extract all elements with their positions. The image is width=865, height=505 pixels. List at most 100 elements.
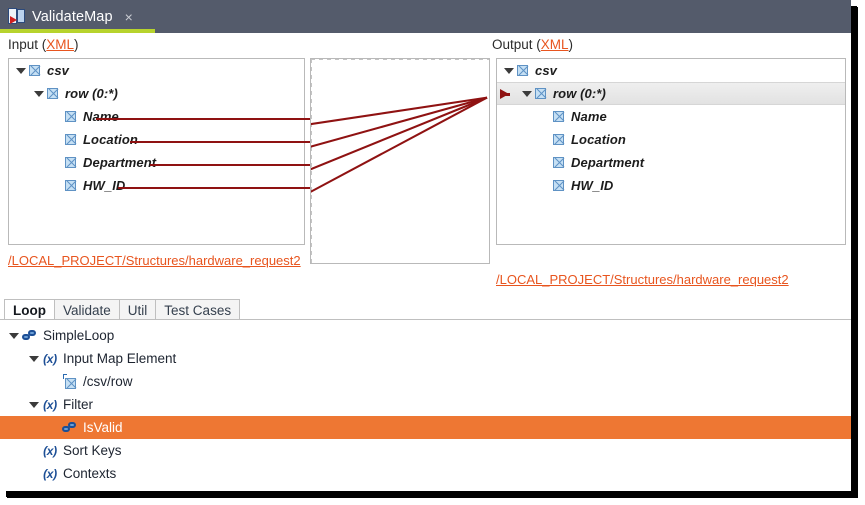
- loop-tree-row-label: Filter: [63, 397, 93, 412]
- tree-row[interactable]: Department: [9, 151, 304, 174]
- tree-row-label: row (0:*): [553, 86, 606, 101]
- tree-spacer: [539, 180, 550, 191]
- output-header-suffix: ): [568, 37, 574, 52]
- map-document-icon: [8, 8, 25, 25]
- input-xml-link[interactable]: XML: [46, 37, 75, 52]
- connection-lines: [311, 96, 488, 193]
- tree-row-label: Department: [83, 155, 157, 170]
- connection-leader: [96, 118, 310, 120]
- titlebar: ValidateMap ×: [0, 0, 851, 33]
- chevron-down-icon[interactable]: [28, 353, 40, 365]
- output-path-link[interactable]: /LOCAL_PROJECT/Structures/hardware_reque…: [496, 272, 789, 287]
- tree-row[interactable]: row (0:*): [497, 82, 845, 105]
- tree-row[interactable]: csv: [497, 59, 845, 82]
- output-header-text: Output (: [492, 37, 541, 52]
- chevron-down-icon[interactable]: [15, 65, 26, 76]
- connection-line[interactable]: [311, 96, 488, 148]
- loop-tree-row[interactable]: (x) Filter: [0, 393, 851, 416]
- tree-row-label: csv: [47, 63, 69, 78]
- loop-tree-row-label: SimpleLoop: [43, 328, 115, 343]
- tab-loop[interactable]: Loop: [4, 299, 55, 320]
- mapping-canvas[interactable]: [310, 58, 490, 264]
- tab-validate[interactable]: Validate: [54, 299, 120, 320]
- connection-line[interactable]: [311, 96, 488, 193]
- element-x-box-icon: [535, 88, 546, 99]
- tree-row[interactable]: Department: [497, 151, 845, 174]
- element-x-box-icon: [65, 157, 76, 168]
- tree-row[interactable]: csv: [9, 59, 304, 82]
- tree-row-label: HW_ID: [83, 178, 126, 193]
- tree-row-label: Department: [571, 155, 645, 170]
- element-x-box-icon: [553, 180, 564, 191]
- tree-row-label: row (0:*): [65, 86, 118, 101]
- tree-spacer: [51, 111, 62, 122]
- tree-row[interactable]: Location: [497, 128, 845, 151]
- loop-tree-row[interactable]: /csv/row: [0, 370, 851, 393]
- tree-row-label: Location: [83, 132, 138, 147]
- chevron-down-icon[interactable]: [8, 330, 20, 342]
- input-header-suffix: ): [74, 37, 79, 52]
- tree-row[interactable]: Location: [9, 128, 304, 151]
- loop-tree[interactable]: SimpleLoop (x) Input Map Element/csv/row (x…: [0, 324, 851, 485]
- tree-spacer: [539, 157, 550, 168]
- paren-x-icon: (x): [43, 443, 57, 458]
- connection-line[interactable]: [311, 96, 488, 171]
- tree-row[interactable]: Name: [497, 105, 845, 128]
- tree-row-label: HW_ID: [571, 178, 614, 193]
- tree-spacer: [28, 445, 40, 457]
- tree-row[interactable]: HW_ID: [497, 174, 845, 197]
- editor-tab-validatemap[interactable]: ValidateMap ×: [0, 0, 143, 33]
- element-x-box-icon: [553, 157, 564, 168]
- tree-spacer: [51, 157, 62, 168]
- loop-tree-row[interactable]: (x) Contexts: [0, 462, 851, 485]
- paren-x-icon: (x): [43, 466, 57, 481]
- chevron-down-icon[interactable]: [33, 88, 44, 99]
- element-x-box-icon: [65, 180, 76, 191]
- tree-row-label: Name: [83, 109, 119, 124]
- output-header: Output (XML): [492, 37, 573, 52]
- tree-row[interactable]: Name: [9, 105, 304, 128]
- loop-tree-row-label: Contexts: [63, 466, 117, 481]
- element-x-box-icon: [47, 88, 58, 99]
- loop-tree-row-label: Sort Keys: [63, 443, 122, 458]
- map-element-icon: [62, 373, 78, 390]
- tree-row[interactable]: row (0:*): [9, 82, 304, 105]
- element-x-box-icon: [65, 134, 76, 145]
- connection-line[interactable]: [311, 96, 488, 126]
- chain-link-icon: [22, 328, 38, 344]
- loop-tree-row[interactable]: IsValid: [0, 416, 851, 439]
- loop-tree-row[interactable]: SimpleLoop: [0, 324, 851, 347]
- loop-tree-row-label: /csv/row: [83, 374, 133, 389]
- output-xml-link[interactable]: XML: [540, 37, 569, 52]
- chevron-down-icon[interactable]: [503, 65, 514, 76]
- element-x-box-icon: [517, 65, 528, 76]
- loop-tree-row-label: Input Map Element: [63, 351, 177, 366]
- loop-tree-row[interactable]: (x) Sort Keys: [0, 439, 851, 462]
- tab-test-cases[interactable]: Test Cases: [155, 299, 241, 320]
- tab-title: ValidateMap: [32, 8, 113, 25]
- tree-spacer: [48, 376, 60, 388]
- element-x-box-icon: [553, 111, 564, 122]
- chevron-down-icon[interactable]: [521, 88, 532, 99]
- input-header: Input (XML): [8, 37, 79, 52]
- tree-row-label: csv: [535, 63, 557, 78]
- loop-tree-row[interactable]: (x) Input Map Element: [0, 347, 851, 370]
- tab-active-underline: [0, 29, 155, 33]
- chevron-down-icon[interactable]: [28, 399, 40, 411]
- mapping-target-arrow-icon: [500, 89, 510, 99]
- tree-spacer: [28, 468, 40, 480]
- input-header-text: Input (: [8, 37, 47, 52]
- tree-row[interactable]: HW_ID: [9, 174, 304, 197]
- input-path-link[interactable]: /LOCAL_PROJECT/Structures/hardware_reque…: [8, 253, 301, 268]
- tree-spacer: [539, 111, 550, 122]
- paren-x-icon: (x): [43, 397, 57, 412]
- tree-row-label: Location: [571, 132, 626, 147]
- tabstrip-divider: [0, 319, 851, 320]
- paren-x-icon: (x): [43, 351, 57, 366]
- tab-util[interactable]: Util: [118, 299, 157, 320]
- tree-spacer: [539, 134, 550, 145]
- close-icon[interactable]: ×: [124, 8, 133, 25]
